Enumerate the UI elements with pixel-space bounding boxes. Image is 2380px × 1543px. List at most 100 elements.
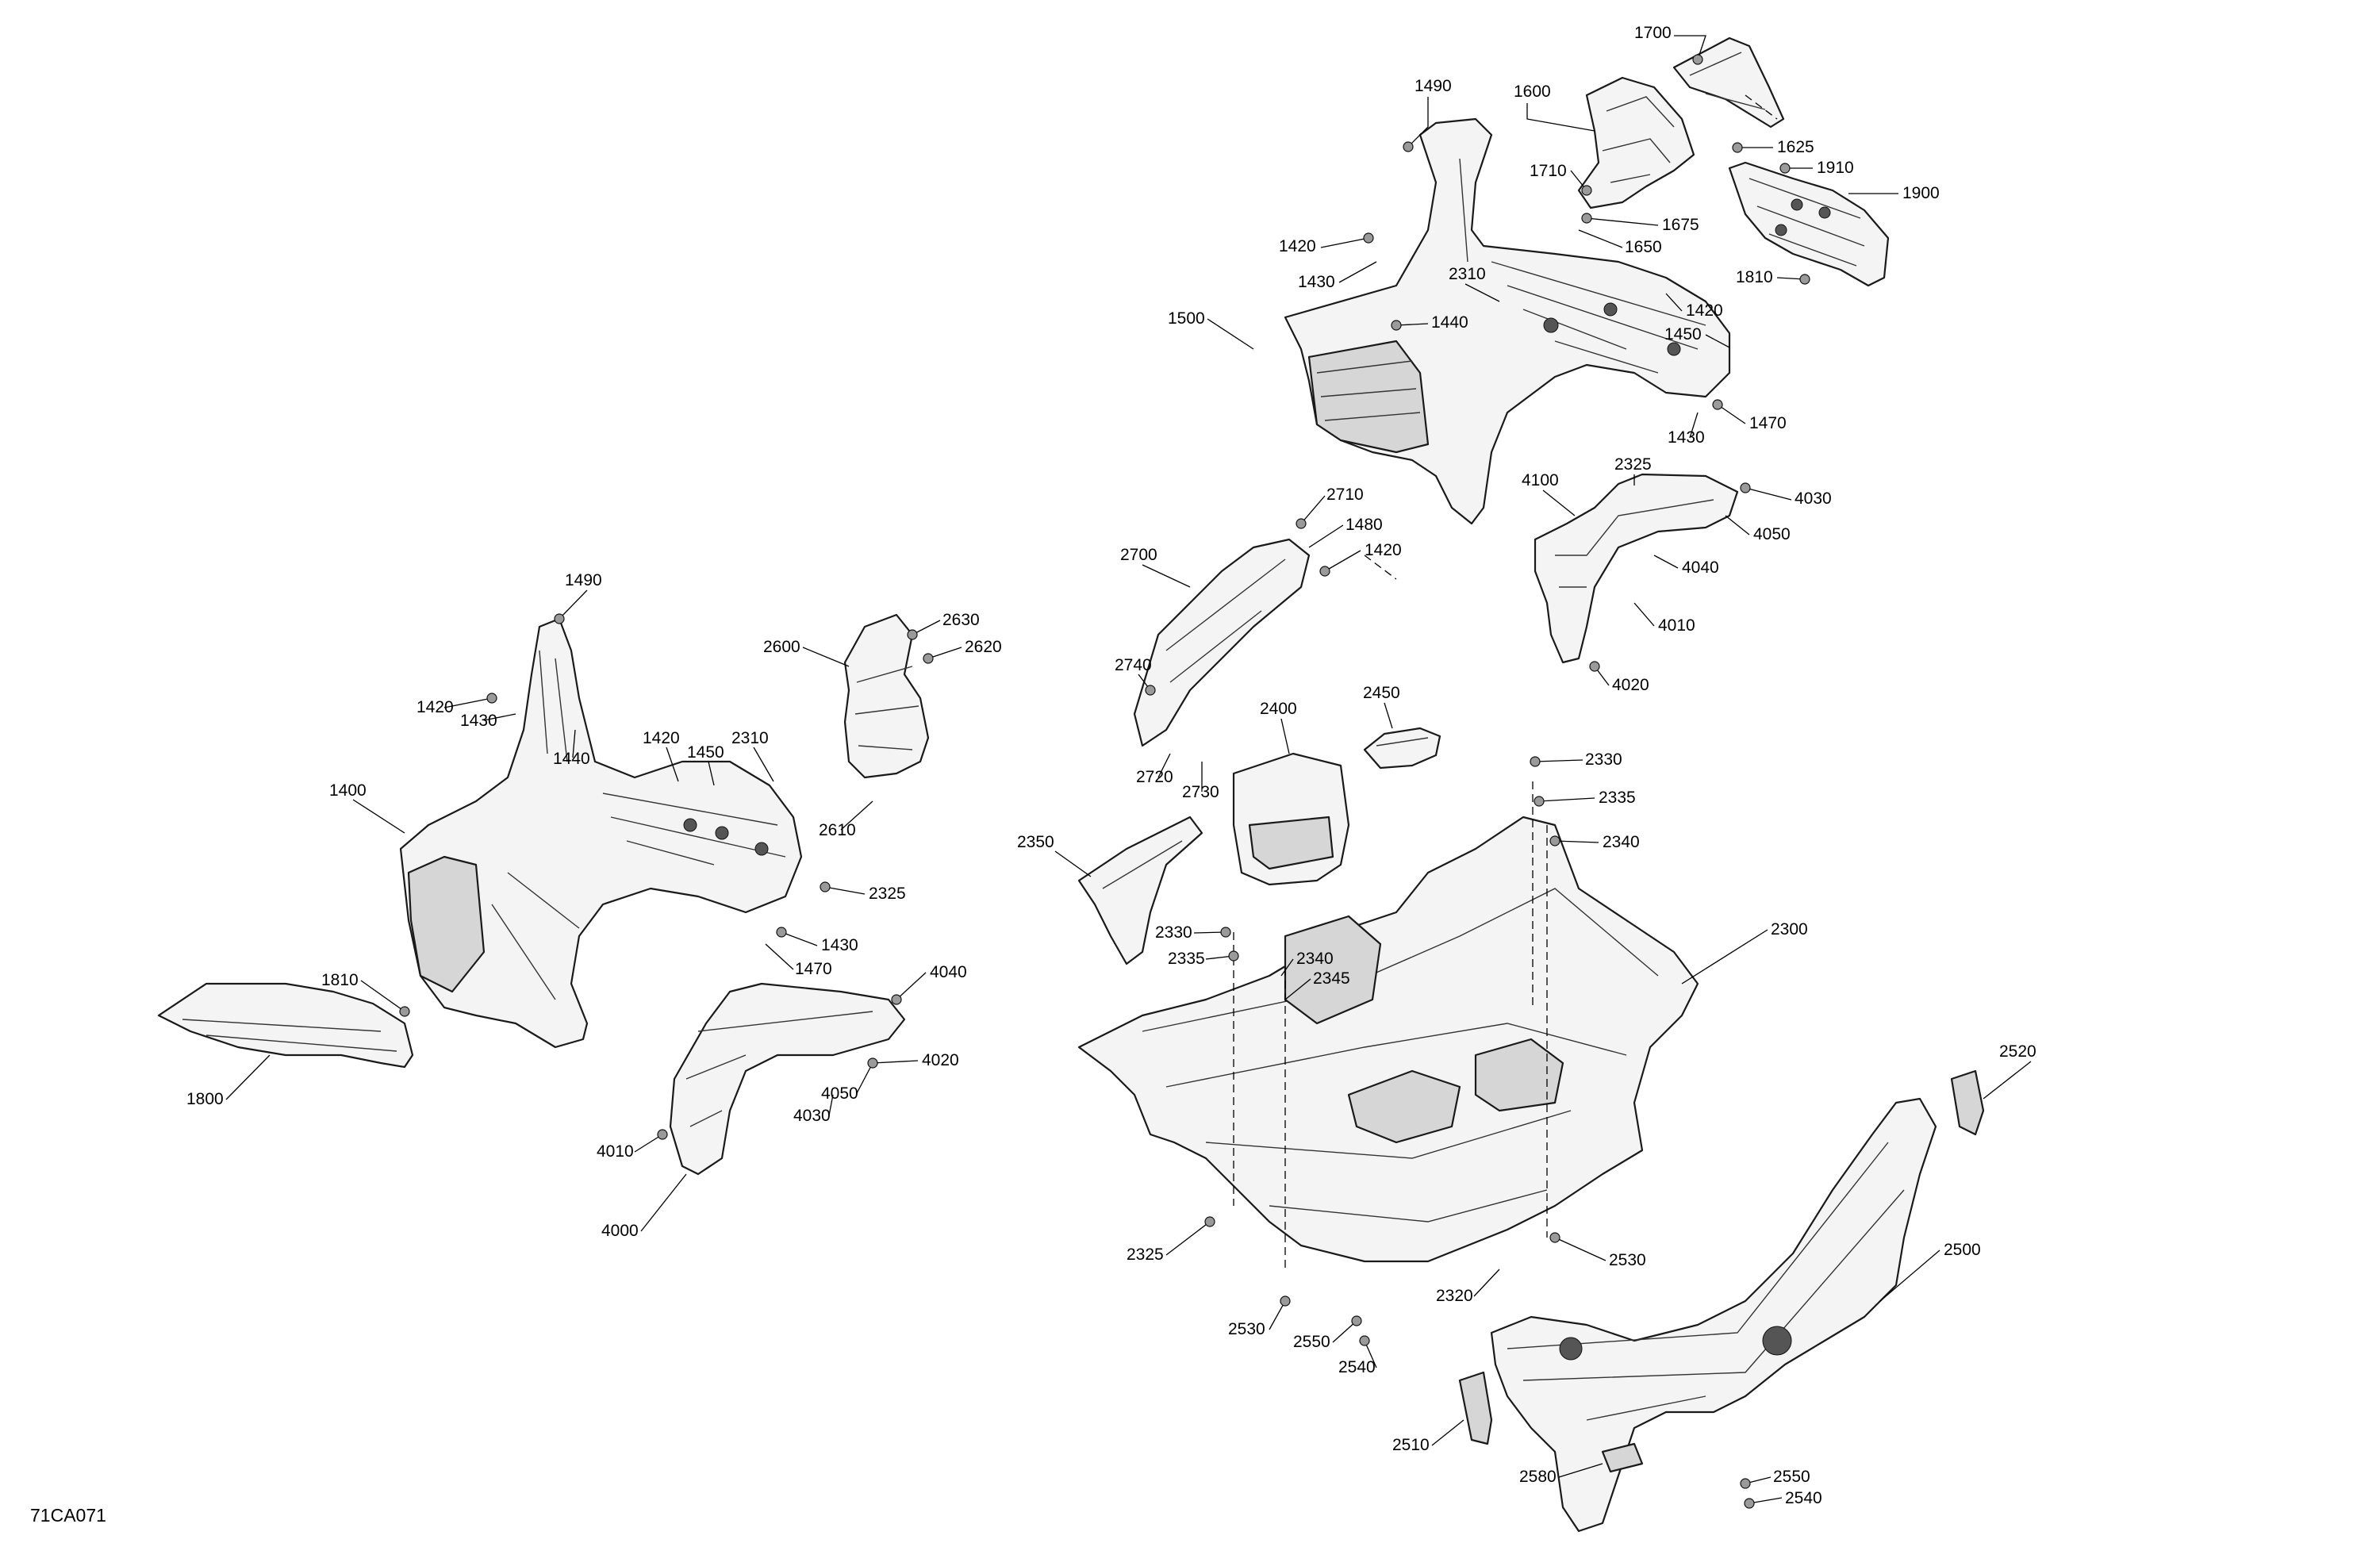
callout-1470: 1470 bbox=[1749, 414, 1787, 432]
callout-2340: 2340 bbox=[1603, 833, 1640, 851]
callout-1650: 1650 bbox=[1625, 238, 1662, 256]
callout-2730: 2730 bbox=[1182, 783, 1219, 801]
callout-2450: 2450 bbox=[1363, 684, 1400, 702]
leader-lines bbox=[225, 35, 2032, 1504]
callout-2500: 2500 bbox=[1944, 1241, 1981, 1259]
callout-1420: 1420 bbox=[1279, 237, 1316, 255]
callout-2510: 2510 bbox=[1392, 1436, 1430, 1454]
callout-4050: 4050 bbox=[1753, 525, 1791, 543]
callout-2325: 2325 bbox=[1614, 455, 1652, 474]
callout-1440: 1440 bbox=[1431, 313, 1468, 332]
callout-2540: 2540 bbox=[1338, 1358, 1376, 1376]
part-1700 bbox=[1672, 36, 1785, 129]
callout-2630: 2630 bbox=[942, 611, 980, 629]
callout-1490: 1490 bbox=[565, 571, 602, 589]
callout-2310: 2310 bbox=[731, 729, 769, 747]
callout-2350: 2350 bbox=[1017, 833, 1054, 851]
part-1600 bbox=[1577, 76, 1695, 209]
callout-4020: 4020 bbox=[1612, 676, 1649, 694]
callout-2550: 2550 bbox=[1773, 1468, 1810, 1486]
callout-2550: 2550 bbox=[1293, 1333, 1330, 1351]
callout-4010: 4010 bbox=[1658, 616, 1695, 635]
callout-layer: 1700 1490 1600 1625 1910 1710 1900 1675 … bbox=[30, 24, 2036, 1526]
fasteners bbox=[399, 54, 1810, 1509]
callout-1450: 1450 bbox=[1664, 325, 1702, 344]
callout-1910: 1910 bbox=[1817, 159, 1854, 177]
callout-1430: 1430 bbox=[1668, 428, 1705, 447]
callout-2700: 2700 bbox=[1120, 546, 1157, 564]
callout-2330: 2330 bbox=[1155, 923, 1192, 942]
callout-2620: 2620 bbox=[965, 638, 1002, 656]
callout-2720: 2720 bbox=[1136, 768, 1173, 786]
callout-1625: 1625 bbox=[1777, 138, 1814, 156]
part-2400 bbox=[1232, 752, 1350, 886]
part-2500 bbox=[1490, 1097, 1937, 1533]
callout-1900: 1900 bbox=[1902, 184, 1940, 202]
callout-1430: 1430 bbox=[1298, 273, 1335, 291]
part-1500 bbox=[1284, 117, 1731, 525]
callout-2400: 2400 bbox=[1260, 700, 1297, 718]
callout-2520: 2520 bbox=[1999, 1042, 2036, 1061]
part-4000 bbox=[669, 982, 906, 1176]
callout-4030: 4030 bbox=[1795, 489, 1832, 508]
callout-2740: 2740 bbox=[1115, 656, 1152, 674]
part-2520 bbox=[1950, 1069, 1985, 1136]
callout-1430: 1430 bbox=[460, 712, 497, 730]
callout-2710: 2710 bbox=[1326, 486, 1364, 504]
callout-1430: 1430 bbox=[821, 936, 858, 954]
callout-1710: 1710 bbox=[1530, 162, 1567, 180]
callout-1810: 1810 bbox=[321, 971, 359, 989]
callout-4040: 4040 bbox=[1682, 558, 1719, 577]
part-2450 bbox=[1363, 727, 1441, 770]
callout-4010: 4010 bbox=[597, 1142, 634, 1161]
callout-2330: 2330 bbox=[1585, 750, 1622, 769]
callout-1440: 1440 bbox=[553, 750, 590, 768]
callout-4100: 4100 bbox=[1522, 471, 1559, 489]
callout-2345: 2345 bbox=[1313, 969, 1350, 988]
part-2510 bbox=[1458, 1371, 1493, 1445]
callout-2610: 2610 bbox=[819, 821, 856, 839]
callout-2325: 2325 bbox=[869, 885, 906, 903]
part-2580 bbox=[1601, 1442, 1644, 1473]
part-1400 bbox=[399, 617, 803, 1049]
callout-2530: 2530 bbox=[1228, 1320, 1265, 1338]
part-2300 bbox=[1077, 816, 1699, 1263]
callout-2540: 2540 bbox=[1785, 1489, 1822, 1507]
callout-1600: 1600 bbox=[1514, 83, 1551, 101]
callout-2335: 2335 bbox=[1168, 950, 1205, 968]
callout-2300: 2300 bbox=[1771, 920, 1808, 938]
callout-4000: 4000 bbox=[601, 1222, 639, 1240]
callout-1810: 1810 bbox=[1736, 268, 1773, 286]
callout-1420: 1420 bbox=[1365, 541, 1402, 559]
part-2600 bbox=[843, 613, 930, 779]
callout-1420: 1420 bbox=[416, 698, 454, 716]
callout-1490: 1490 bbox=[1415, 77, 1452, 95]
part-1800 bbox=[157, 982, 414, 1069]
callout-4040: 4040 bbox=[930, 963, 967, 981]
callout-2580: 2580 bbox=[1519, 1468, 1557, 1486]
part-1900 bbox=[1728, 161, 1890, 287]
callout-2310: 2310 bbox=[1449, 265, 1486, 283]
callout-2340: 2340 bbox=[1296, 950, 1334, 968]
callout-1400: 1400 bbox=[329, 781, 367, 800]
callout-2335: 2335 bbox=[1599, 789, 1636, 807]
callout-4030: 4030 bbox=[793, 1107, 831, 1125]
callout-1675: 1675 bbox=[1662, 216, 1699, 234]
callout-2600: 2600 bbox=[763, 638, 800, 656]
part-2350 bbox=[1077, 816, 1203, 965]
callout-2325: 2325 bbox=[1127, 1246, 1164, 1264]
callout-1800: 1800 bbox=[186, 1090, 224, 1108]
callout-1480: 1480 bbox=[1345, 516, 1383, 534]
callout-1700: 1700 bbox=[1634, 24, 1672, 42]
callout-1500: 1500 bbox=[1168, 309, 1205, 328]
callout-1470: 1470 bbox=[795, 960, 832, 978]
callout-2530: 2530 bbox=[1609, 1251, 1646, 1269]
part-2700 bbox=[1133, 538, 1311, 747]
part-4100 bbox=[1534, 473, 1739, 664]
callout-4020: 4020 bbox=[922, 1051, 959, 1069]
callout-1450: 1450 bbox=[687, 743, 724, 762]
callout-4050: 4050 bbox=[821, 1084, 858, 1103]
callout-1420: 1420 bbox=[1686, 301, 1723, 320]
